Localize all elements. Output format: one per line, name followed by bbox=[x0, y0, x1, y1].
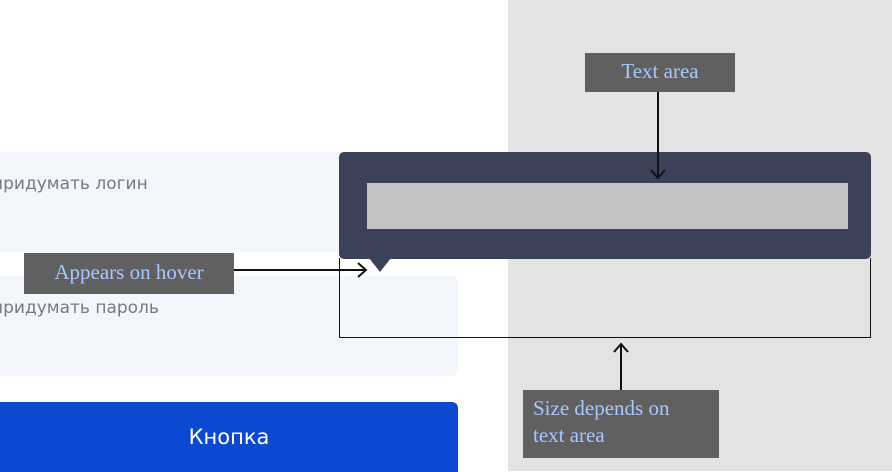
login-placeholder: придумать логин bbox=[0, 174, 148, 194]
tooltip-text-area bbox=[367, 183, 848, 229]
submit-button[interactable]: Кнопка bbox=[0, 402, 458, 472]
text-area-annotation: Text area bbox=[585, 53, 735, 92]
size-depends-line-1: Size depends on bbox=[533, 396, 670, 420]
hover-tooltip bbox=[339, 152, 871, 259]
size-depends-line-2: text area bbox=[533, 423, 605, 447]
size-depends-annotation: Size depends on text area bbox=[523, 390, 719, 458]
tooltip-pointer bbox=[369, 258, 391, 272]
password-placeholder: придумать пароль bbox=[0, 298, 159, 318]
tooltip-size-outline bbox=[339, 258, 871, 338]
appears-on-hover-annotation: Appears on hover bbox=[24, 253, 234, 294]
